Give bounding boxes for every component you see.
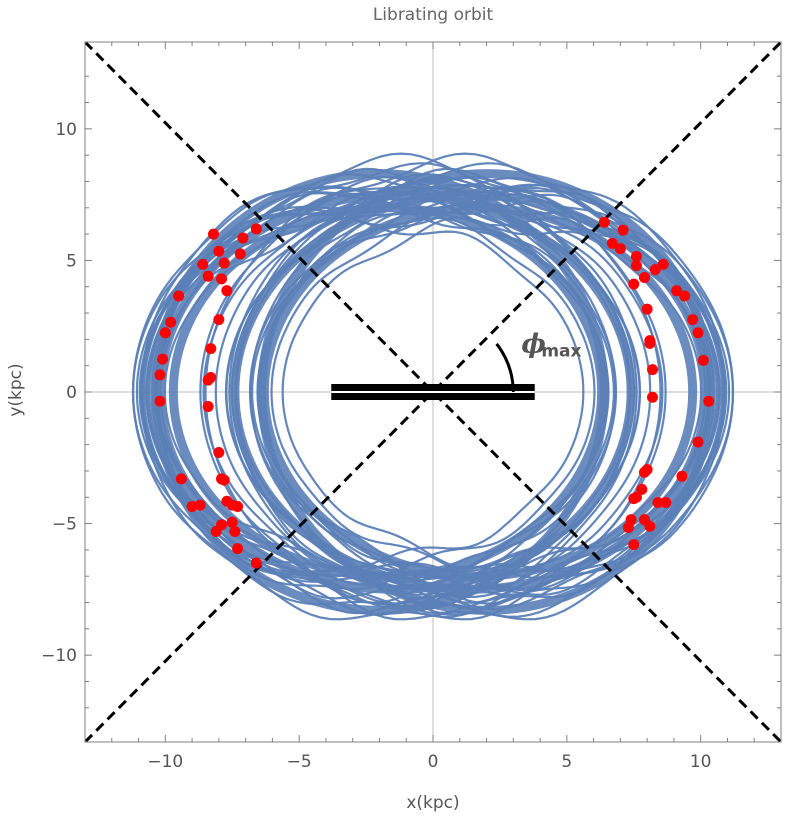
ticks	[85, 42, 781, 742]
data-point	[606, 237, 618, 249]
data-point	[641, 303, 653, 315]
data-point	[652, 497, 664, 509]
data-point	[165, 316, 177, 328]
orbit-band-ellipse	[230, 190, 711, 594]
y-tick-label: 0	[66, 383, 77, 403]
data-point	[157, 353, 169, 365]
data-point	[614, 243, 626, 255]
y-tick-label: 10	[55, 120, 77, 140]
data-point	[213, 314, 225, 326]
data-point	[644, 337, 656, 349]
data-point	[679, 290, 691, 302]
data-point	[647, 364, 659, 376]
data-point	[703, 395, 715, 407]
x-tick-label: 5	[561, 752, 572, 772]
data-point	[598, 216, 610, 228]
data-point	[202, 400, 214, 412]
data-point	[202, 270, 214, 282]
data-point	[692, 436, 704, 448]
data-point	[207, 228, 219, 240]
x-tick-label: −10	[147, 752, 183, 772]
data-point	[232, 500, 244, 512]
data-point	[175, 473, 187, 485]
data-point	[213, 245, 225, 257]
orbit-loop-right	[250, 197, 721, 580]
data-point	[630, 260, 642, 272]
orbit-band-ellipse	[259, 203, 698, 581]
orbit-band-ellipse	[155, 190, 636, 594]
data-point	[657, 258, 669, 270]
x-tick-label: 10	[690, 752, 712, 772]
data-point	[194, 499, 206, 511]
data-point	[154, 395, 166, 407]
data-point	[697, 354, 709, 366]
data-point	[628, 539, 640, 551]
data-point	[205, 343, 217, 355]
data-point	[202, 374, 214, 386]
data-point	[218, 474, 230, 486]
data-point	[660, 497, 672, 509]
data-point	[173, 290, 185, 302]
data-point	[216, 273, 228, 285]
y-tick-label: −10	[41, 646, 77, 666]
chart-title: Librating orbit	[373, 5, 494, 25]
data-point	[622, 522, 634, 534]
data-point	[687, 314, 699, 326]
data-point	[636, 483, 648, 495]
data-point	[154, 369, 166, 381]
data-point	[232, 543, 244, 555]
data-point	[647, 391, 659, 403]
data-point	[649, 264, 661, 276]
data-point	[628, 278, 640, 290]
plot-clip-group	[85, 42, 781, 742]
data-point	[630, 250, 642, 262]
x-axis-title: x(kpc)	[406, 793, 459, 813]
y-tick-label: −5	[52, 515, 77, 535]
data-point	[630, 491, 642, 503]
orbit-loop-left	[135, 189, 641, 596]
y-axis-title: y(kpc)	[6, 363, 26, 416]
data-point	[229, 525, 241, 537]
data-point	[638, 466, 650, 478]
phi-max-subscript: max	[541, 342, 581, 362]
data-point	[676, 470, 688, 482]
data-point	[234, 248, 246, 260]
data-point	[617, 224, 629, 236]
data-point	[250, 223, 262, 235]
data-point	[221, 285, 233, 297]
dashed-boundary-line	[85, 42, 781, 742]
data-point	[210, 525, 222, 537]
data-point	[226, 516, 238, 528]
x-tick-label: −5	[287, 752, 312, 772]
data-point	[638, 272, 650, 284]
data-point	[671, 285, 683, 297]
data-point	[197, 258, 209, 270]
phi-max-label: ϕ	[521, 330, 545, 360]
data-point	[644, 520, 656, 532]
orbit-band-ellipse	[168, 203, 607, 581]
data-point	[159, 327, 171, 339]
data-point	[213, 447, 225, 459]
data-point	[237, 232, 249, 244]
data-point	[218, 257, 230, 269]
orbit-loop-left	[163, 216, 585, 570]
y-tick-label: 5	[66, 251, 77, 271]
orbit-band	[150, 169, 716, 615]
dashed-boundary-line	[85, 42, 781, 742]
orbit-loop-right	[204, 152, 726, 621]
data-point	[250, 557, 262, 569]
data-point	[692, 327, 704, 339]
x-tick-label: 0	[428, 752, 439, 772]
phi-max-arc	[495, 342, 515, 393]
